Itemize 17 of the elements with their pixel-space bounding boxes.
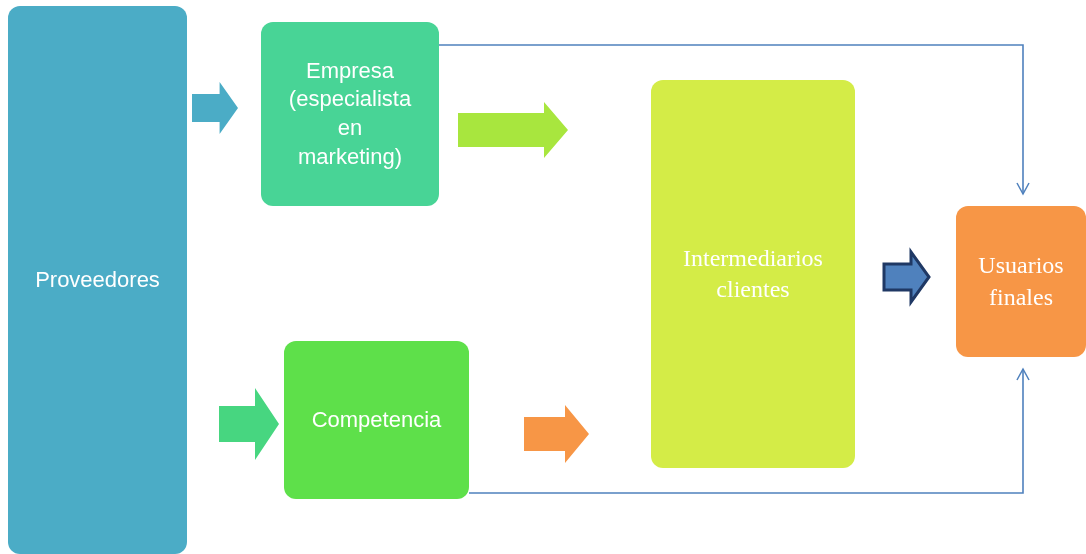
block-arrow bbox=[524, 405, 589, 463]
process-box bbox=[8, 6, 187, 554]
process-box bbox=[651, 80, 855, 468]
connector-arrow bbox=[468, 368, 1030, 494]
process-box bbox=[261, 22, 439, 206]
block-arrow bbox=[192, 82, 238, 134]
box-label: Intermediarios clientes bbox=[682, 243, 824, 304]
box-label: Empresa (especialista en marketing) bbox=[288, 56, 412, 171]
connector-arrow bbox=[438, 44, 1030, 195]
process-box bbox=[284, 341, 469, 499]
box-label: Proveedores bbox=[35, 265, 160, 294]
process-box bbox=[956, 206, 1086, 357]
box-label: Competencia bbox=[311, 405, 442, 434]
block-arrow bbox=[458, 102, 568, 158]
block-arrow bbox=[882, 247, 931, 307]
block-arrow bbox=[219, 388, 279, 460]
box-label: Usuarios finales bbox=[977, 251, 1065, 312]
